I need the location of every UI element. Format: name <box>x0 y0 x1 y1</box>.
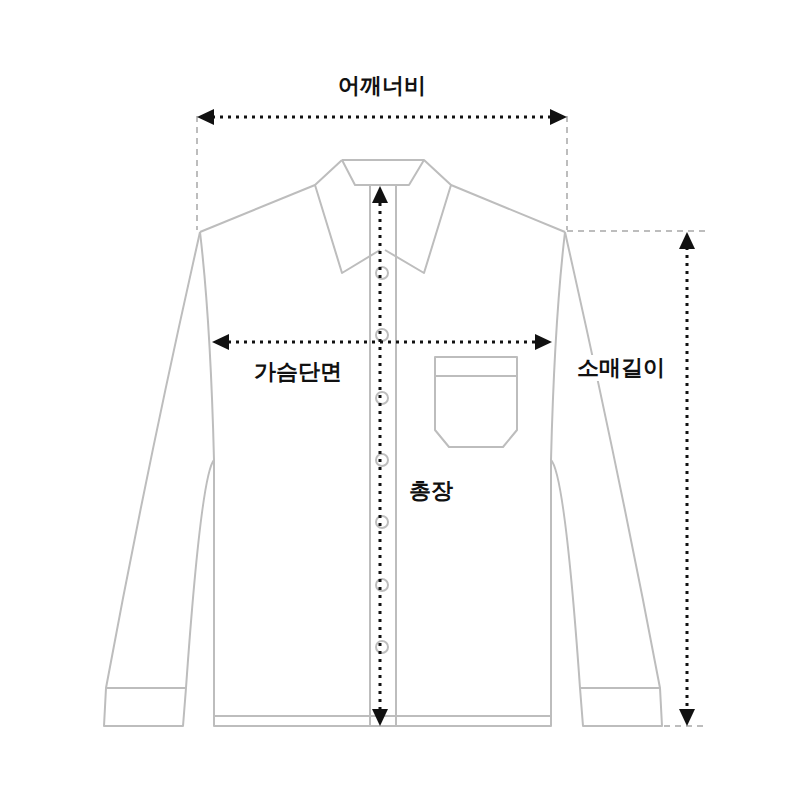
arrowhead <box>372 709 388 726</box>
arrowhead <box>372 186 388 203</box>
pocket-flap-line <box>435 375 517 377</box>
right-sleeve <box>551 232 662 726</box>
shoulder-line <box>451 185 565 232</box>
shoulder-line <box>200 185 315 232</box>
dimension-line <box>228 341 536 344</box>
pocket <box>435 357 517 447</box>
arrowhead <box>212 334 229 350</box>
arrowhead <box>197 109 214 125</box>
extension-line <box>567 230 706 232</box>
dimension-line <box>686 247 689 712</box>
arrowhead <box>679 709 695 726</box>
button <box>376 329 388 341</box>
dimension-label: 총장 <box>406 478 456 504</box>
button <box>376 641 388 653</box>
collar-band <box>342 160 424 185</box>
button <box>376 516 388 528</box>
placket <box>370 185 396 726</box>
armhole <box>551 232 565 460</box>
shirt-outline <box>104 160 662 726</box>
dimension-label: 어깨너비 <box>335 73 429 99</box>
button <box>376 454 388 466</box>
button <box>376 392 388 404</box>
dimension-label: 소매길이 <box>574 355 668 381</box>
button <box>376 579 388 591</box>
armhole <box>200 232 214 460</box>
arrowhead <box>550 109 567 125</box>
extension-line <box>566 116 568 230</box>
extension-line <box>664 725 706 727</box>
arrowheads <box>197 109 695 726</box>
dimension-line <box>379 203 382 710</box>
left-sleeve <box>104 232 214 726</box>
cuff-line <box>580 687 660 689</box>
arrowhead <box>679 232 695 249</box>
button <box>376 267 388 279</box>
dimension-line <box>212 116 552 119</box>
body-outline <box>214 460 551 726</box>
extension-lines <box>197 116 706 726</box>
arrowhead <box>535 334 552 350</box>
dimension-lines <box>212 117 687 712</box>
extension-line <box>196 116 198 230</box>
cuff-line <box>106 687 186 689</box>
dimension-label: 가슴단면 <box>251 359 345 385</box>
